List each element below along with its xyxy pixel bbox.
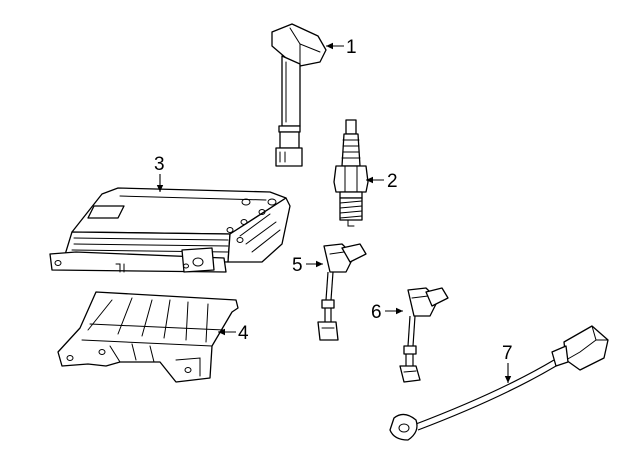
callout-1: 1 [326, 37, 357, 58]
callout-2: 2 [366, 171, 398, 192]
knock-sensor[interactable] [389, 325, 609, 441]
mounting-bracket[interactable] [57, 291, 239, 383]
spark-plug[interactable] [333, 119, 369, 227]
callout-7: 7 [502, 343, 513, 383]
callout-label: 3 [154, 154, 165, 175]
callout-label: 2 [387, 171, 398, 192]
callout-label: 4 [238, 323, 249, 344]
camshaft-position-sensor[interactable] [317, 243, 367, 341]
ignition-coil[interactable] [271, 23, 327, 167]
callout-label: 6 [371, 302, 382, 323]
crankshaft-position-sensor[interactable] [399, 287, 449, 383]
callout-label: 5 [292, 255, 303, 276]
callout-label: 7 [502, 343, 513, 364]
callout-4: 4 [218, 323, 249, 344]
callout-6: 6 [371, 302, 403, 323]
callout-label: 1 [346, 37, 357, 58]
engine-control-module[interactable] [49, 187, 291, 273]
callout-5: 5 [292, 255, 323, 276]
callout-3: 3 [154, 154, 165, 192]
